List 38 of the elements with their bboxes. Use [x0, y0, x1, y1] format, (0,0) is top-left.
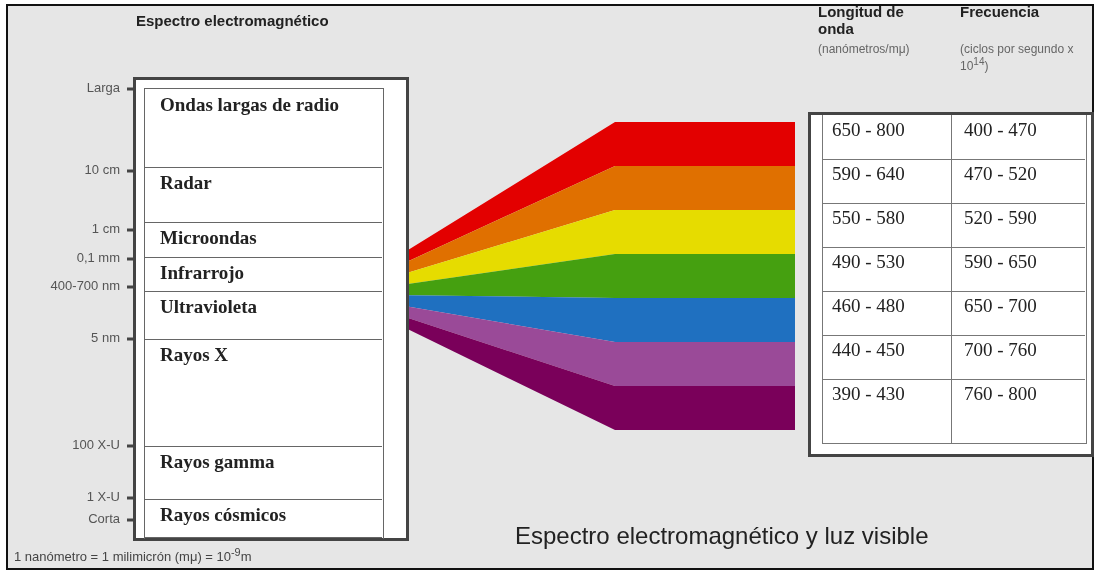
frequency-range-text: 520 - 590 [964, 207, 1037, 229]
wavelength-range-text: 590 - 640 [832, 163, 905, 185]
band-name: Rayos gamma [160, 450, 276, 474]
band-name: Radar [160, 171, 213, 195]
scale-label: 400-700 nm [49, 278, 120, 293]
frequency-range-text: 400 - 470 [964, 119, 1037, 141]
band-name: Ultravioleta [160, 295, 259, 319]
wavelength-range-text: 650 - 800 [832, 119, 905, 141]
scale-label: Corta [87, 511, 120, 526]
scale-label: 5 nm [90, 330, 120, 345]
spectrum-heading: Espectro electromagnético [136, 12, 330, 30]
band-name: Rayos X [160, 343, 230, 367]
frequency-range-text: 700 - 760 [964, 339, 1037, 361]
unit-note: (nanómetros/mμ) [818, 42, 911, 57]
scale-label: Larga [85, 80, 120, 95]
unit-note: (ciclos por segundo x 10$^{14}$) [960, 42, 1075, 74]
scale-label: 100 X-U [71, 437, 120, 452]
frequency-range-text: 470 - 520 [964, 163, 1037, 185]
scale-label: 0,1 mm [75, 250, 120, 265]
band-name: Ondas largas de radio [160, 93, 340, 117]
frequency-header: Frecuencia [960, 3, 1041, 21]
band-name: Infrarrojo [160, 261, 246, 285]
scale-label: 1 cm [90, 221, 120, 236]
wavelength-range-text: 490 - 530 [832, 251, 905, 273]
wavelength-range-text: 460 - 480 [832, 295, 905, 317]
frequency-range-text: 650 - 700 [964, 295, 1037, 317]
wavelength-range-text: 390 - 430 [832, 383, 905, 405]
band-name: Rayos cósmicos [160, 503, 288, 527]
frequency-range-text: 590 - 650 [964, 251, 1037, 273]
frequency-range-text: 760 - 800 [964, 383, 1037, 405]
footnote: 1 nanómetro = 1 milimicrón (mμ) = 10$^{-9}$m [14, 546, 252, 565]
scale-label: 10 cm [83, 162, 120, 177]
band-name: Microondas [160, 226, 258, 250]
wavelength-range-text: 550 - 580 [832, 207, 905, 229]
scale-label: 1 X-U [85, 489, 120, 504]
wavelength-header: Longitud de onda [818, 3, 905, 38]
wavelength-range-text: 440 - 450 [832, 339, 905, 361]
diagram-title: Espectro electromagnético y luz visible [515, 522, 929, 550]
